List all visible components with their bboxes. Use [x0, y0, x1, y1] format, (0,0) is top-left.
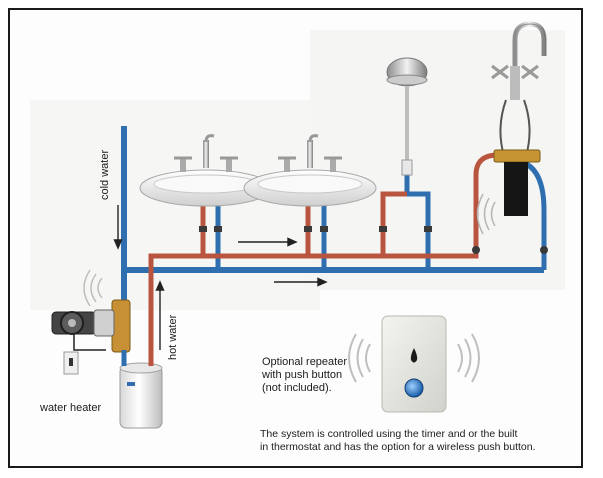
cold-water-label: cold water [99, 149, 111, 200]
sink-right [243, 134, 377, 207]
wall-shade [30, 100, 320, 310]
water-heater [119, 350, 163, 429]
flow-arrows [113, 205, 328, 350]
repeater-caption: Optional repeater with push button (not … [262, 356, 347, 395]
water-heater-label: water heater [40, 402, 102, 414]
repeater-caption-line: (not included). [262, 382, 332, 394]
system-caption: The system is controlled using the timer… [260, 428, 536, 454]
pipe-joints [199, 226, 548, 254]
hot-water-pipes [148, 152, 499, 350]
wireless-signal-icon [83, 269, 103, 307]
kitchen-faucet [491, 21, 547, 216]
hot-water-label: hot water [167, 314, 179, 360]
plumbing-diagram [30, 21, 565, 429]
wireless-signal-icon [476, 193, 496, 235]
sink-left [139, 134, 273, 207]
repeater-push-button [381, 315, 447, 413]
circulation-pump [51, 299, 131, 375]
system-caption-line: The system is controlled using the timer… [260, 428, 518, 440]
wireless-signal-icon [348, 333, 480, 383]
repeater-caption-line: with push button [262, 369, 343, 381]
system-caption-line: in thermostat and has the option for a w… [260, 441, 536, 453]
diagram-frame: cold water hot water water heater Option… [8, 8, 583, 468]
repeater-caption-line: Optional repeater [262, 356, 347, 368]
shower [386, 57, 428, 176]
